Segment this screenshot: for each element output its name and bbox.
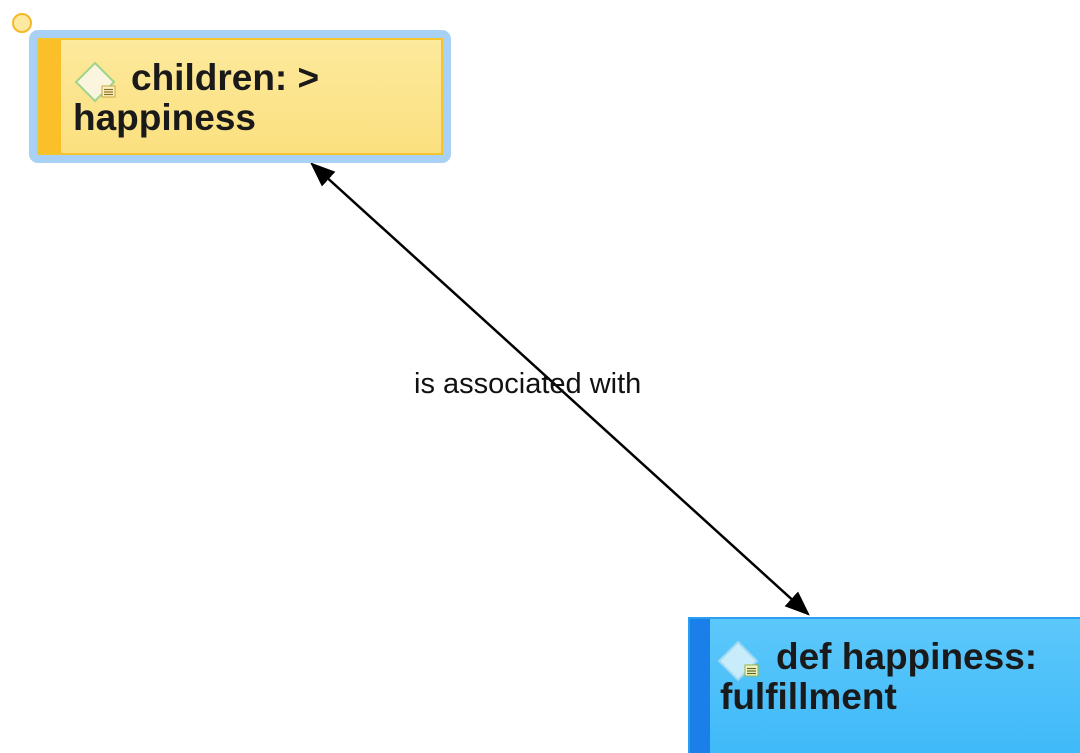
node-title-line2: happiness: [73, 97, 256, 138]
node-def-happiness-fulfillment[interactable]: def happiness: fulfillment: [688, 617, 1080, 753]
note-diamond-icon: [717, 640, 759, 682]
resize-handle[interactable]: [12, 13, 32, 33]
node-title-line2: fulfillment: [720, 676, 897, 717]
node-accent-stripe: [39, 40, 61, 153]
link-line-is-associated-with[interactable]: [310, 162, 810, 616]
node-accent-stripe: [690, 619, 710, 753]
node-title-line1: children: >: [131, 57, 320, 98]
link-label[interactable]: is associated with: [414, 368, 642, 400]
node-title-line1: def happiness:: [776, 636, 1038, 677]
node-children-happiness[interactable]: children: > happiness: [37, 38, 443, 155]
note-diamond-icon: [74, 61, 116, 103]
